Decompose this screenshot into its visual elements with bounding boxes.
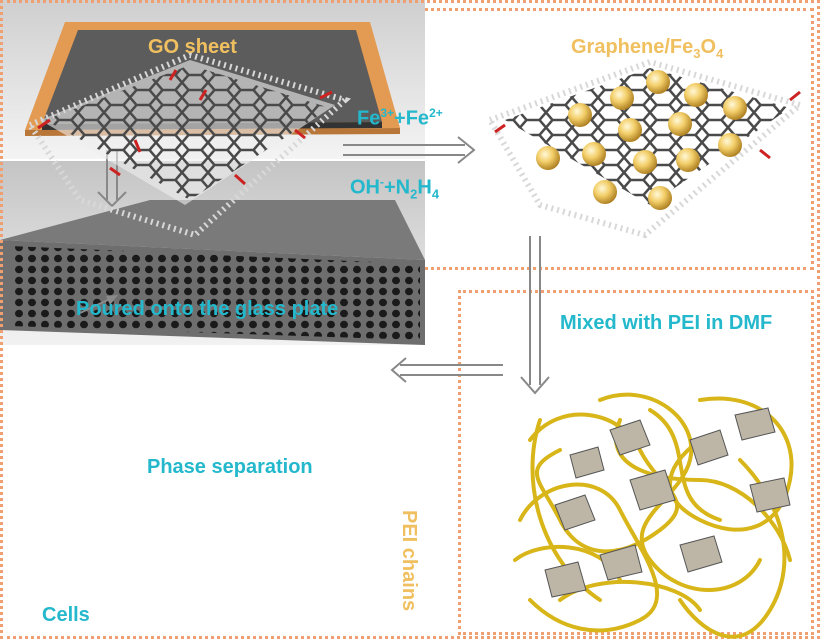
pei-chains-label: PEI chains bbox=[398, 510, 420, 612]
pei-panel bbox=[458, 290, 814, 635]
poured-label: Poured onto the glass plate bbox=[76, 298, 339, 320]
pouring-arrow bbox=[390, 357, 503, 383]
go-sheet bbox=[25, 51, 352, 239]
fe3o4-nanoparticles bbox=[536, 70, 747, 210]
mixed-label: Mixed with PEI in DMF bbox=[560, 312, 773, 334]
graphene-fe3o4-label: Graphene/Fe3O4 bbox=[571, 36, 724, 61]
membrane-cells bbox=[10, 246, 420, 340]
go-sheet-label: GO sheet bbox=[148, 36, 237, 58]
phase-separation-label: Phase separation bbox=[147, 456, 313, 478]
fe-ions-label: Fe3++Fe2+ bbox=[357, 106, 443, 130]
graphene-fe3o4-sheet bbox=[485, 58, 807, 239]
graphene-flakes bbox=[544, 407, 791, 598]
cells-label: Cells bbox=[42, 604, 90, 626]
mixing-arrow bbox=[520, 236, 550, 395]
reducing-agent-label: OH-+N2H4 bbox=[350, 175, 440, 202]
reaction-arrow bbox=[343, 136, 476, 164]
